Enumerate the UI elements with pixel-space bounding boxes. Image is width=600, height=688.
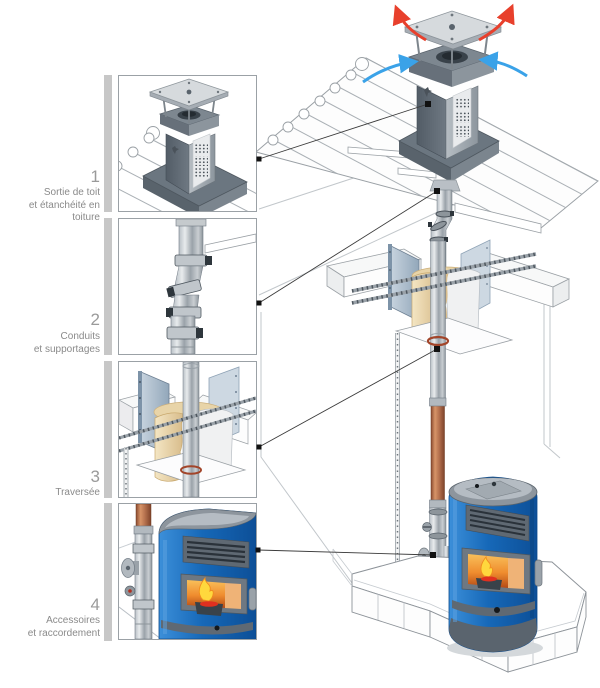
thumbnail-stove-connection xyxy=(118,503,257,640)
section-label-3: Traversée xyxy=(55,487,100,498)
section-bar-1 xyxy=(104,75,112,212)
section-bar-2 xyxy=(104,218,112,355)
section-bar-4 xyxy=(104,503,112,641)
section-number-1: 1 xyxy=(90,167,100,186)
brand-logo xyxy=(424,87,432,97)
thumbnail-floor-crossing xyxy=(118,361,257,498)
flame xyxy=(480,555,493,578)
pellet-stove xyxy=(447,476,543,657)
section-bar-3 xyxy=(104,361,112,498)
floor-crossing xyxy=(325,239,571,355)
thumbnail-flue-pipes xyxy=(118,218,257,355)
exhaust-arrows xyxy=(392,3,515,42)
roof-exit-chimney xyxy=(403,10,503,160)
intake-arrows xyxy=(362,51,528,84)
section-number-2: 2 xyxy=(90,310,100,329)
thumbnail-roof-exit xyxy=(118,75,257,212)
section-number-3: 3 xyxy=(90,467,100,486)
section-number-4: 4 xyxy=(90,595,100,614)
